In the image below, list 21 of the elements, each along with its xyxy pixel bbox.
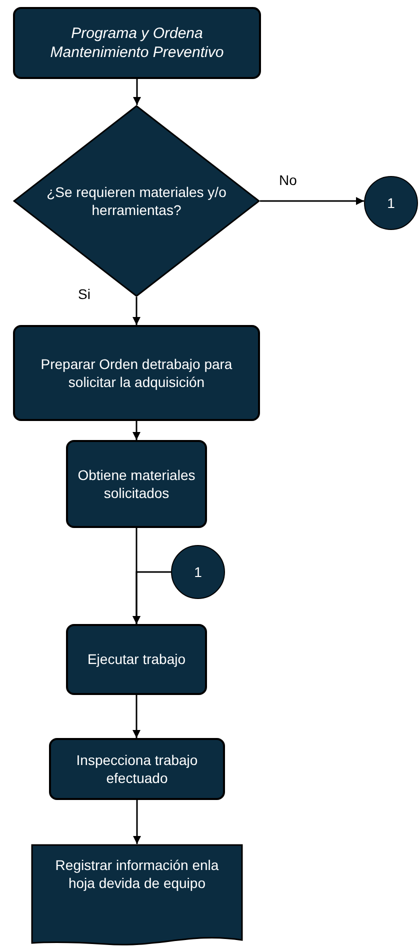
arrow: [132, 297, 141, 325]
process-box: [13, 325, 260, 421]
arrow: [260, 196, 364, 206]
process-box: [49, 738, 225, 800]
node-text: Preparar Orden detrabajo para solicitar la adquisición: [40, 354, 234, 392]
node-text: Obtiene materiales solicitados: [76, 466, 196, 502]
node-text: ¿Se requieren materiales y/o herramientas?: [46, 182, 228, 220]
node-text: Inspecciona trabajo efectuado: [75, 750, 199, 788]
node-text: Ejecutar trabajo: [87, 650, 186, 669]
process-box: [13, 7, 261, 79]
arrow: [132, 421, 141, 440]
arrow: [132, 695, 141, 738]
node-text: Programa y Ordena Mantenimiento Preventivo: [49, 24, 225, 62]
arrow: [132, 79, 142, 105]
node-text: 1: [194, 562, 202, 582]
process-box: [66, 624, 207, 695]
node-text: Registrar información enla hoja devida de equipo: [54, 856, 220, 892]
process-box: [66, 440, 207, 528]
arrow: [132, 800, 142, 844]
node-text: 1: [387, 194, 395, 212]
arrow: [132, 571, 171, 624]
